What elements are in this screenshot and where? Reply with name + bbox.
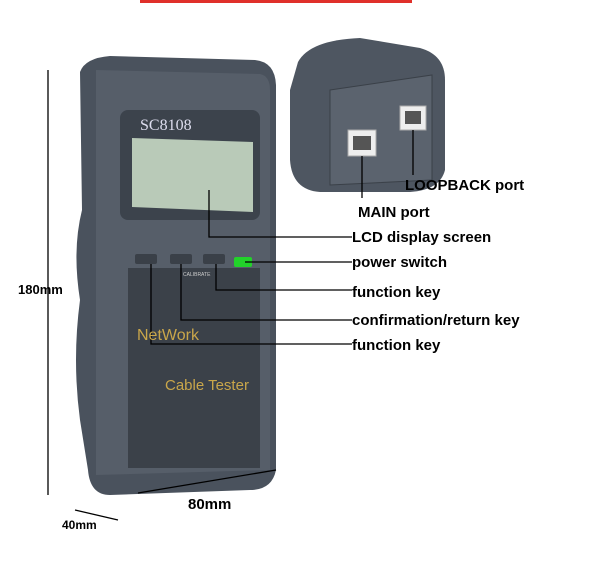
- calibrate-label: CALIBRATE: [183, 272, 211, 278]
- model-label: SC8108: [140, 117, 192, 134]
- brand-cable-tester: Cable Tester: [165, 377, 249, 394]
- callout-main-port: MAIN port: [358, 204, 430, 221]
- callout-lcd: LCD display screen: [352, 229, 492, 246]
- function-key-1[interactable]: [135, 254, 157, 264]
- function-key-2-callout-line: [150, 264, 352, 345]
- lcd-callout-line: [208, 190, 352, 238]
- dimension-depth: 40mm: [62, 518, 97, 532]
- function-key-1-callout-line: [215, 264, 352, 291]
- callout-function-key-2: function key: [352, 337, 441, 354]
- dimension-height: 180mm: [18, 282, 63, 297]
- loopback-port-socket: [405, 111, 421, 124]
- width-dimension-line: [137, 469, 277, 494]
- callout-loopback-port: LOOPBACK port: [405, 177, 525, 194]
- callout-function-key-1: function key: [352, 284, 441, 301]
- port-panel: [329, 74, 433, 186]
- depth-dimension-line: [74, 509, 119, 521]
- function-key-2[interactable]: [203, 254, 225, 264]
- brand-network: NetWork: [137, 327, 199, 344]
- top-banner: [140, 0, 412, 3]
- callout-lines: [47, 70, 414, 521]
- dimension-width: 80mm: [188, 496, 232, 513]
- lower-panel: [128, 268, 260, 468]
- callout-confirm-key: confirmation/return key: [352, 312, 520, 329]
- lcd-screen: [132, 138, 253, 212]
- confirm-key-callout-line: [180, 264, 352, 321]
- main-port-socket: [353, 136, 371, 150]
- confirm-key[interactable]: [170, 254, 192, 264]
- power-switch[interactable]: [234, 257, 252, 267]
- callout-power-switch: power switch: [352, 254, 448, 271]
